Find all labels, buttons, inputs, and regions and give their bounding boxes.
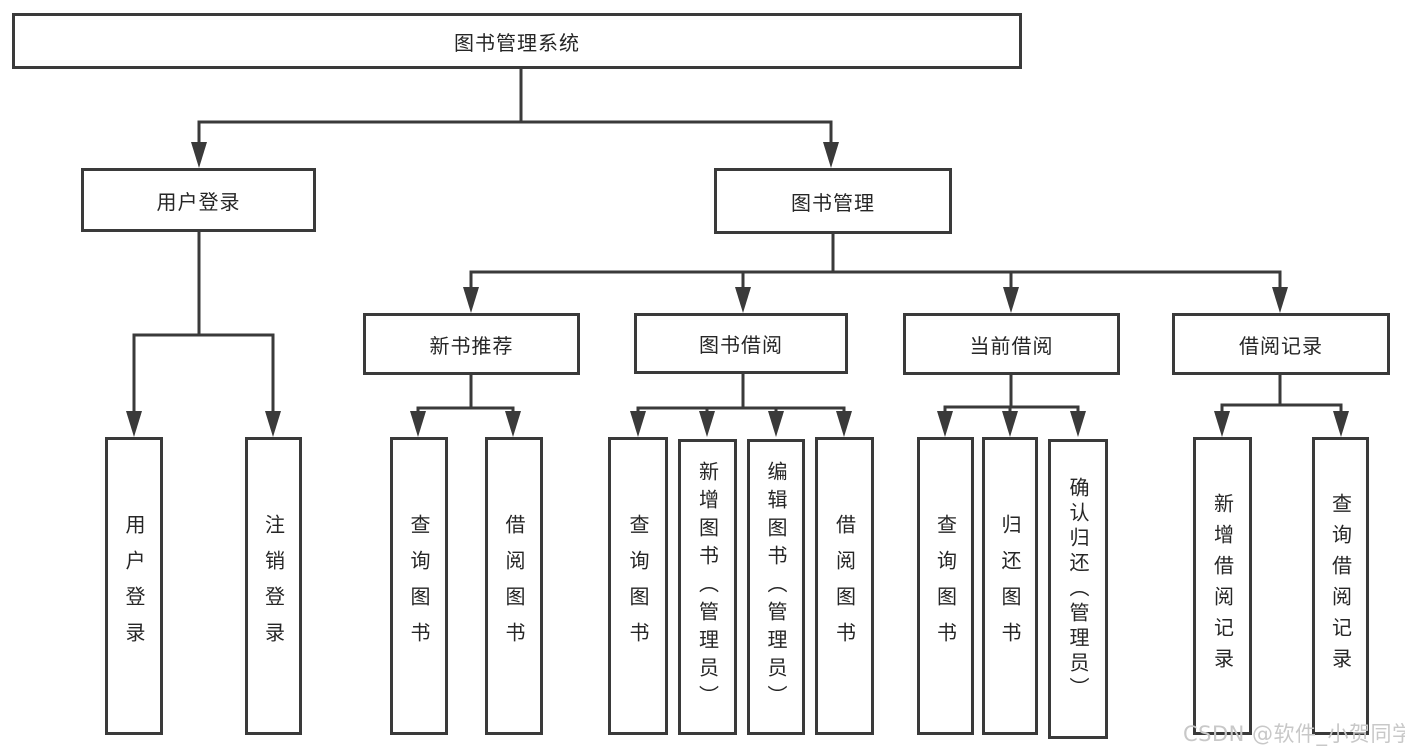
leaf-return-books-label: 归还图书 xyxy=(998,514,1022,658)
node-new-book-recommendation: 新书推荐 xyxy=(363,313,580,375)
leaf-query-borrow-record: 查询借阅记录 xyxy=(1312,437,1369,735)
leaf-query-books-borrowing: 查询图书 xyxy=(608,437,668,735)
arrowhead xyxy=(768,411,784,437)
leaf-query-books-current: 查询图书 xyxy=(917,437,974,735)
edge-user-branch xyxy=(132,333,275,415)
node-user-login-label: 用户登录 xyxy=(156,189,241,214)
leaf-query-books-borrowing-label: 查询图书 xyxy=(626,514,650,658)
watermark: CSDN @软件_小贺同学 xyxy=(1183,722,1405,746)
node-book-management: 图书管理 xyxy=(714,168,952,234)
edge-current-branch xyxy=(943,405,1080,415)
leaf-query-books-recommend: 查询图书 xyxy=(390,437,448,735)
arrowhead xyxy=(1002,411,1018,437)
leaf-return-books: 归还图书 xyxy=(982,437,1038,735)
edge-mgmt-branch xyxy=(469,270,1282,291)
arrowhead xyxy=(265,411,281,437)
node-current-borrowing: 当前借阅 xyxy=(903,313,1120,375)
node-borrowing-records: 借阅记录 xyxy=(1172,313,1390,375)
arrowhead xyxy=(191,142,207,168)
leaf-user-login: 用户登录 xyxy=(105,437,163,735)
node-borrowing-records-label: 借阅记录 xyxy=(1239,333,1323,358)
node-current-borrowing-label: 当前借阅 xyxy=(969,333,1054,358)
leaf-add-books-admin: 新增图书（管理员） xyxy=(678,439,737,735)
leaf-edit-books-admin-label: 编辑图书（管理员） xyxy=(764,461,788,713)
edge-recommend-branch xyxy=(416,406,515,415)
leaf-add-books-admin-label: 新增图书（管理员） xyxy=(695,461,720,713)
arrowhead xyxy=(410,411,426,437)
arrowhead xyxy=(1272,287,1288,313)
node-root-label: 图书管理系统 xyxy=(454,30,580,55)
arrowhead xyxy=(1214,411,1230,437)
leaf-user-login-label: 用户登录 xyxy=(122,514,146,658)
leaf-logout-label: 注销登录 xyxy=(261,514,286,658)
node-book-borrowing: 图书借阅 xyxy=(634,313,848,374)
edge-root-branch xyxy=(197,120,833,146)
leaf-borrow-books-borrowing-label: 借阅图书 xyxy=(832,514,857,658)
arrowhead xyxy=(735,287,751,313)
leaf-query-books-current-label: 查询图书 xyxy=(933,514,958,658)
arrowhead xyxy=(699,411,715,437)
leaf-edit-books-admin: 编辑图书（管理员） xyxy=(747,439,805,735)
node-user-login: 用户登录 xyxy=(81,168,316,232)
arrowhead xyxy=(463,287,479,313)
arrowhead xyxy=(1070,411,1086,437)
arrowhead xyxy=(823,142,839,168)
edge-records-branch xyxy=(1220,403,1343,415)
edge-borrowing-branch xyxy=(636,406,846,415)
leaf-query-borrow-record-label: 查询借阅记录 xyxy=(1328,493,1353,679)
node-root: 图书管理系统 xyxy=(12,13,1022,69)
leaf-logout: 注销登录 xyxy=(245,437,302,735)
arrowhead xyxy=(630,411,646,437)
leaf-borrow-books-recommend-label: 借阅图书 xyxy=(502,514,526,658)
leaf-query-books-recommend-label: 查询图书 xyxy=(407,514,431,658)
leaf-confirm-return-admin-label: 确认归还（管理员） xyxy=(1066,476,1090,702)
node-new-book-recommendation-label: 新书推荐 xyxy=(429,333,514,358)
node-book-borrowing-label: 图书借阅 xyxy=(699,333,783,357)
leaf-add-borrow-record-label: 新增借阅记录 xyxy=(1210,493,1235,679)
leaf-borrow-books-recommend: 借阅图书 xyxy=(485,437,543,735)
leaf-borrow-books-borrowing: 借阅图书 xyxy=(815,437,874,735)
arrowhead xyxy=(126,411,142,437)
arrowhead xyxy=(937,411,953,437)
arrowhead xyxy=(505,411,521,437)
arrowhead xyxy=(836,411,852,437)
leaf-confirm-return-admin: 确认归还（管理员） xyxy=(1048,439,1108,739)
arrowhead xyxy=(1003,287,1019,313)
leaf-add-borrow-record: 新增借阅记录 xyxy=(1193,437,1252,735)
node-book-management-label: 图书管理 xyxy=(791,190,875,215)
arrowhead xyxy=(1333,411,1349,437)
